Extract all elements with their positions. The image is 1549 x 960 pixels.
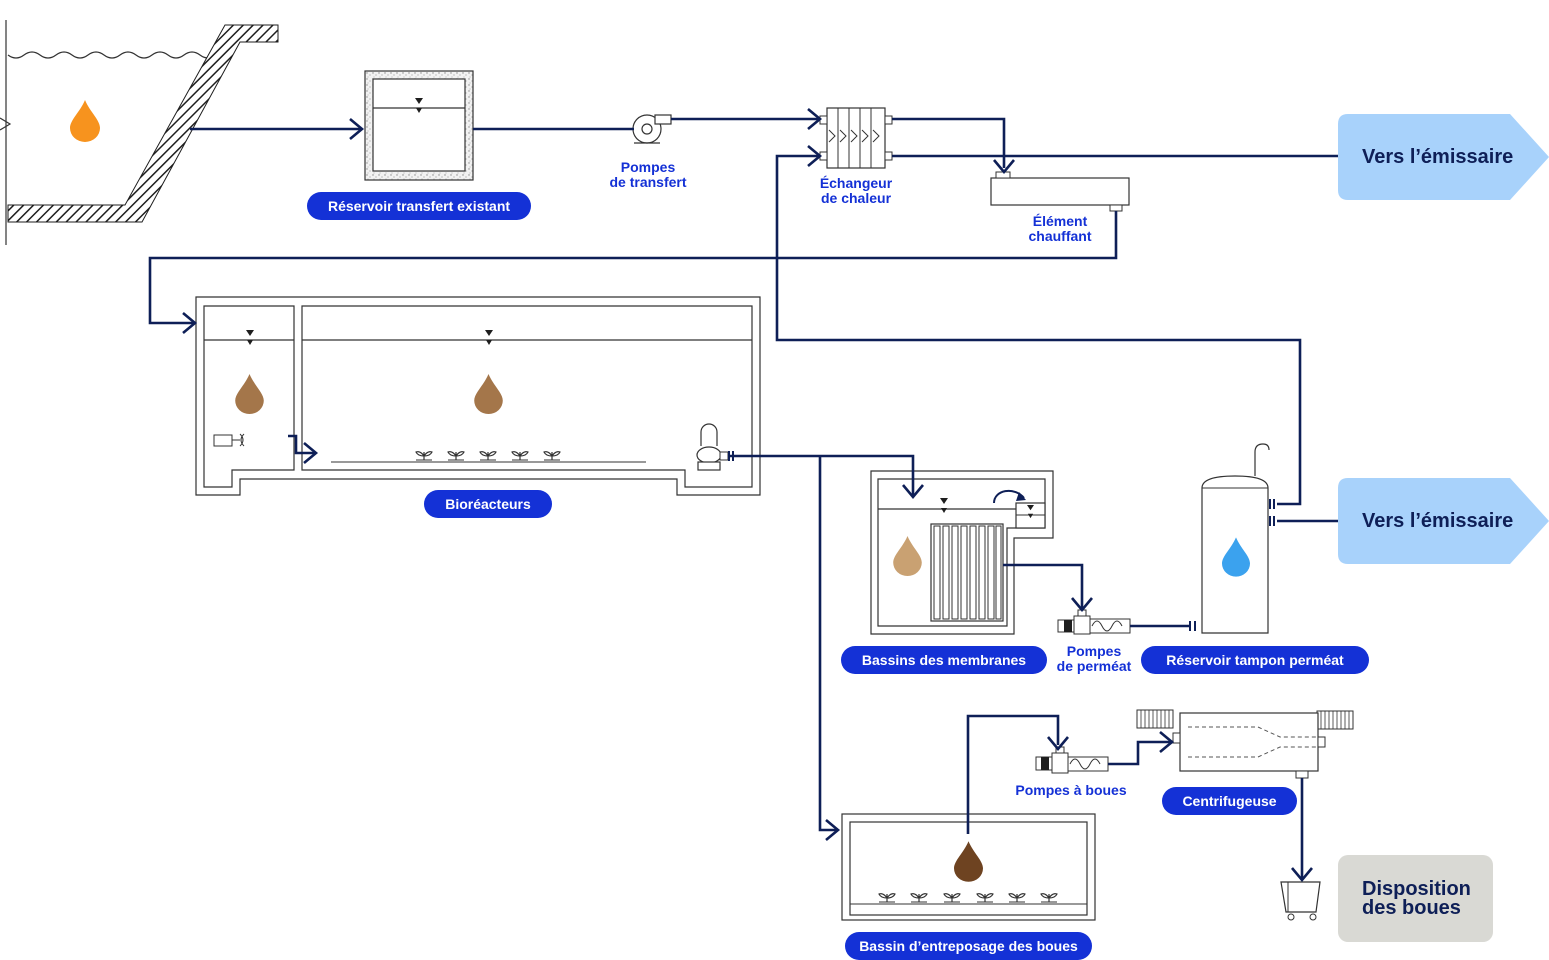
sludge-storage-label: Bassin d’entreposage des boues [845,932,1092,960]
flow-line-membrane-to-pump [1003,563,1084,608]
flow-line-bioreactor-to-membranes [730,454,915,495]
transfer-pumps-label: Pompes de transfert [598,160,698,190]
centrifuge-label: Centrifugeuse [1162,787,1297,815]
submersible-pump-icon [696,423,729,471]
permeate-pumps-label: Pompes de perméat [1044,644,1144,674]
dumpster-icon [1280,881,1321,921]
flow-line-pump-to-centrifuge [1108,740,1170,766]
sludge-pump-icon [1035,746,1109,774]
water-drop-icon [70,100,100,142]
sludge-disposal-line-2: des boues [1362,897,1461,919]
centrifuge-icon [1136,709,1354,779]
sludge-disposal-shape [1338,855,1493,942]
heating-element-line-2: chauffant [1028,228,1092,244]
source-basin [0,20,279,245]
heating-element-label: Élément chauffant [1010,214,1110,244]
permeate-tank-label: Réservoir tampon perméat [1141,646,1369,674]
permeate-pumps-line-2: de perméat [1056,658,1132,674]
water-surface-icon [7,51,217,59]
heat-exchanger-icon [819,107,893,169]
arrowheads [182,108,1313,883]
heat-exchanger-label: Échangeur de chaleur [806,176,906,206]
flow-line-exchanger-to-heater [892,117,1006,168]
permeate-pumps-line-1: Pompes [1066,643,1122,659]
process-lines [148,117,1340,878]
heat-exchanger-line-1: Échangeur [819,175,893,191]
membrane-icon [930,523,1004,622]
outfall-shape-2 [1338,478,1549,564]
membranes-label: Bassins des membranes [841,646,1047,674]
permeate-tank-icon [1201,443,1270,634]
outfall-label-1: Vers l’émissaire [1362,146,1514,168]
sludge-disposal-label: Disposition des boues [1362,878,1471,919]
membrane-basin [870,470,1054,635]
reservoir-label: Réservoir transfert existant [307,192,531,220]
embankment [7,24,279,223]
transfer-pump-icon [632,114,672,144]
flow-line-heater-to-bioreactor [148,211,1118,325]
transfer-pumps-line-1: Pompes [620,159,676,175]
mixer-icon [213,433,245,447]
sludge-disposal-line-1: Disposition [1362,878,1471,900]
transfer-pumps-line-2: de transfert [609,174,687,190]
heating-element-line-1: Élément [1032,213,1088,229]
pipe-fittings [728,451,1275,631]
bioreactors-label: Bioréacteurs [424,490,552,518]
outfall-shape-1 [1338,114,1549,200]
heat-exchanger-line-2: de chaleur [820,190,892,206]
flow-line-permeate-return [775,154,1302,506]
bioreactor-tank [195,296,761,496]
transfer-reservoir [364,70,474,181]
flow-line-to-sludge-basin [818,456,836,832]
sludge-pumps-label: Pompes à boues [1015,782,1127,798]
heating-element-icon [990,171,1130,212]
flow-line-sludge-to-pump [966,714,1060,834]
outfall-label-2: Vers l’émissaire [1362,510,1514,532]
flow-line-bioreactor-internal [288,434,314,455]
permeate-pump-icon [1057,609,1131,635]
